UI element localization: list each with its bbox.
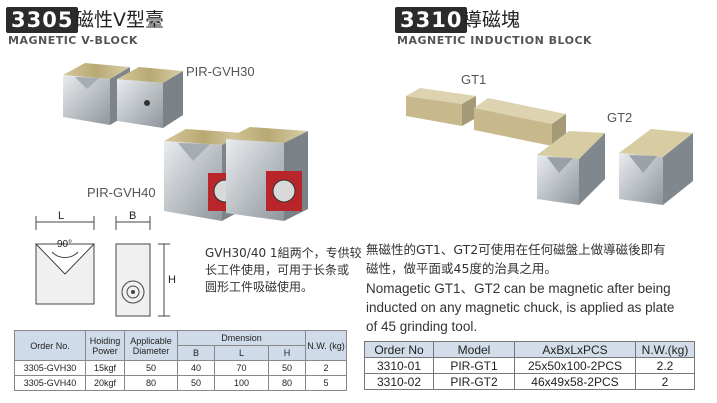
cell-dims: 46x49x58-2PCS <box>514 373 636 390</box>
product-title-cn: 導磁塊 <box>463 9 521 31</box>
col-dims: AxBxLxPCS <box>514 341 636 358</box>
cell-holding-power: 20kgf <box>85 375 125 391</box>
large-model-label: PIR-GVH40 <box>87 185 156 200</box>
product-title-en: MAGNETIC INDUCTION BLOCK <box>397 34 593 47</box>
product-title-cn: 磁性V型臺 <box>75 9 164 31</box>
cell-order-no: 3310-01 <box>364 357 434 374</box>
description-line: 圆形工件吸磁使用。 <box>205 280 314 294</box>
description-line: 磁性，做平面或45度的治具之用。 <box>366 261 557 276</box>
product-title-en: MAGNETIC V-BLOCK <box>8 34 138 47</box>
cell-diameter: 50 <box>124 360 178 376</box>
dim-label-l: L <box>58 210 65 222</box>
gt1-label: GT1 <box>461 72 487 87</box>
cell-holding-power: 15kgf <box>85 360 125 376</box>
col-b: B <box>176 345 216 361</box>
cell-b: 50 <box>176 375 216 391</box>
product-code-badge: 3310 <box>395 7 468 33</box>
cell-order-no: 3305-GVH40 <box>14 375 86 391</box>
table-row: 3305-GVH30 15kgf 50 40 70 50 2 <box>14 360 347 376</box>
v-block-large-photo <box>164 127 308 221</box>
cell-model: PIR-GT1 <box>433 357 515 374</box>
induction-description-en: Nomagetic GT1、GT2 can be magnetic after … <box>366 279 674 336</box>
cell-diameter: 80 <box>124 375 178 391</box>
cell-b: 40 <box>176 360 216 376</box>
cell-nw: 5 <box>305 375 347 391</box>
col-order-no: Order No <box>364 341 434 358</box>
col-order-no: Order No. <box>14 330 86 361</box>
cell-nw: 2 <box>305 360 347 376</box>
cell-nw: 2.2 <box>635 357 695 374</box>
cell-dims: 25x50x100-2PCS <box>514 357 636 374</box>
dim-label-b: B <box>129 210 137 222</box>
col-l: L <box>214 345 269 361</box>
table-row: 3310-02 PIR-GT2 46x49x58-2PCS 2 <box>364 373 695 390</box>
col-h: H <box>267 345 307 361</box>
table-row: 3310-01 PIR-GT1 25x50x100-2PCS 2.2 <box>364 357 695 374</box>
gt2-label: GT2 <box>607 110 633 125</box>
v-block-description: GVH30/40 1組两个，专供较 长工件使用，可用于长条或 圆形工件吸磁使用。 <box>205 245 362 296</box>
dim-label-angle: 90° <box>57 239 73 250</box>
cell-h: 50 <box>267 360 307 376</box>
col-nw: N.W.(kg) <box>635 341 695 358</box>
description-line: GVH30/40 1組两个，专供较 <box>205 246 362 260</box>
col-holding-power: Hoiding Power <box>85 330 125 361</box>
cell-h: 80 <box>267 375 307 391</box>
description-line: 长工件使用，可用于长条或 <box>205 263 350 277</box>
description-line: 無磁性的GT1、GT2可使用在任何磁盤上做導磁後即有 <box>366 242 666 257</box>
dim-label-h: H <box>168 274 176 286</box>
col-applicable-diameter: Applicable Diameter <box>124 330 178 361</box>
col-dimension: Dmension <box>177 330 306 346</box>
description-line: of 45 grinding tool. <box>366 319 478 334</box>
v-block-spec-table: Order No. Hoiding Power Applicable Diame… <box>14 330 347 391</box>
induction-block-spec-table: Order No Model AxBxLxPCS N.W.(kg) 3310-0… <box>364 341 695 390</box>
col-model: Model <box>433 341 515 358</box>
v-block-dimension-diagram <box>34 216 170 317</box>
cell-order-no: 3310-02 <box>364 373 434 390</box>
induction-description-cn: 無磁性的GT1、GT2可使用在任何磁盤上做導磁後即有 磁性，做平面或45度的治具… <box>366 240 666 278</box>
col-nw: N.W. (kg) <box>305 330 347 361</box>
small-model-label: PIR-GVH30 <box>186 64 255 79</box>
gt1-block-photo <box>406 88 566 146</box>
v-block-small-photo <box>63 63 183 128</box>
cell-model: PIR-GT2 <box>433 373 515 390</box>
cell-nw: 2 <box>635 373 695 390</box>
cell-l: 100 <box>214 375 269 391</box>
product-code-badge: 3305 <box>6 7 79 33</box>
description-line: Nomagetic GT1、GT2 can be magnetic after … <box>366 281 671 296</box>
cell-order-no: 3305-GVH30 <box>14 360 86 376</box>
cell-l: 70 <box>214 360 269 376</box>
table-row: 3305-GVH40 20kgf 80 50 100 80 5 <box>14 375 347 391</box>
description-line: inducted on any magnetic chuck, is appli… <box>366 300 675 315</box>
gt2-block-photo <box>537 129 693 205</box>
